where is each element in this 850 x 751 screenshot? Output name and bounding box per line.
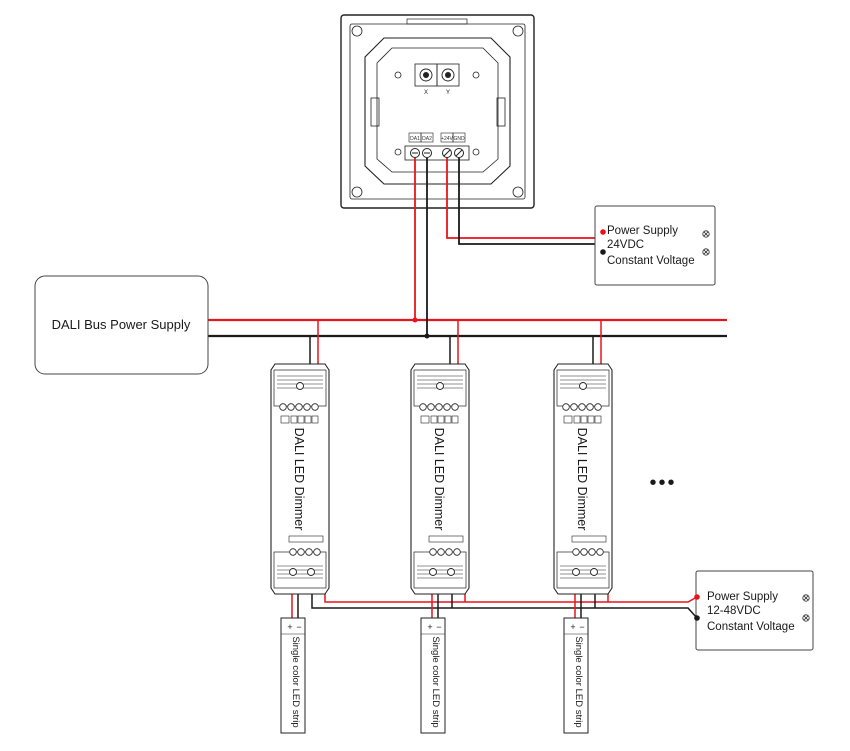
bottom-psu-line3: Constant Voltage (707, 621, 795, 633)
terminal-24v-label: +24V (441, 136, 453, 142)
single-color-led-strip: +− Single color LED strip (420, 617, 446, 734)
led-strips: +−Single color LED strip+−Single color L… (280, 617, 589, 734)
top-psu-line1: Power Supply (607, 225, 678, 237)
strip-label: Single color LED strip (573, 636, 584, 727)
top-psu-screw-icon (702, 230, 710, 256)
dali-bus-wires (208, 158, 727, 339)
panel-terminal-labels: DA1 DA2 +24V GND (408, 132, 466, 143)
strip-minus-label: − (436, 622, 441, 632)
dimmer-power-wires (311, 575, 698, 619)
rotary-x-label: X (424, 90, 428, 96)
dali-bus-power-supply: DALI Bus Power Supply (34, 275, 209, 375)
terminal-gnd-label: GND (453, 136, 465, 142)
dimmer-label: DALI LED Dimmer (575, 428, 589, 531)
dali-led-dimmer: DALI LED Dimmer (270, 363, 330, 595)
dali-dimmers: DALI LED Dimmer DALI LED Dimmer DALI LED D… (270, 363, 613, 595)
panel-terminal-screws (404, 145, 470, 161)
single-color-led-strip: +− Single color LED strip (280, 617, 306, 734)
bottom-psu-line2: 12-48VDC (707, 605, 761, 617)
strip-plus-label: + (570, 622, 575, 632)
bus-psu-label: DALI Bus Power Supply (52, 317, 191, 332)
terminal-da2-label: DA2 (422, 136, 432, 142)
strip-label: Single color LED strip (290, 636, 301, 727)
dimmer-label: DALI LED Dimmer (432, 428, 446, 531)
strip-label: Single color LED strip (430, 636, 441, 727)
single-color-led-strip: +− Single color LED strip (563, 617, 589, 734)
bottom-power-supply: Power Supply 12-48VDC Constant Voltage (694, 570, 814, 651)
dali-wall-panel: X Y DA1 DA2 +24V GND (340, 14, 535, 209)
bottom-psu-screw-icon (802, 594, 810, 622)
dali-led-dimmer: DALI LED Dimmer (553, 363, 613, 595)
terminal-da1-label: DA1 (410, 136, 420, 142)
top-psu-line2: 24VDC (607, 239, 644, 251)
more-devices-indicator: ••• (649, 472, 676, 494)
strip-plus-label: + (427, 622, 432, 632)
rotary-switch-y: Y (436, 63, 460, 96)
strip-minus-label: − (579, 622, 584, 632)
strip-minus-label: − (296, 622, 301, 632)
strip-plus-label: + (287, 622, 292, 632)
top-power-supply: Power Supply 24VDC Constant Voltage (594, 205, 716, 286)
rotary-y-label: Y (446, 90, 450, 96)
top-psu-line3: Constant Voltage (607, 255, 695, 267)
bottom-psu-line1: Power Supply (707, 591, 778, 603)
dali-led-dimmer: DALI LED Dimmer (410, 363, 470, 595)
dimmer-label: DALI LED Dimmer (292, 428, 306, 531)
